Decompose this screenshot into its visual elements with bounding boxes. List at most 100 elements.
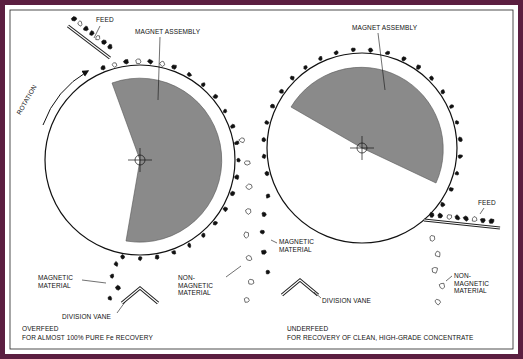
magnetic-particle	[351, 48, 355, 51]
magnetic-particle	[71, 17, 77, 21]
magnetic-particle	[223, 109, 226, 113]
magnetic-particle	[417, 65, 421, 69]
non-magnetic-particle	[472, 217, 477, 222]
magnetic-particle	[265, 121, 269, 125]
magnetic-particle	[265, 171, 269, 175]
non-magnetic-particle	[246, 209, 251, 215]
drum-shell	[45, 65, 235, 255]
material-label: MAGNETIC MATERIAL	[38, 274, 82, 289]
magnetic-particle	[187, 72, 192, 76]
magnetic-particle	[430, 212, 434, 217]
magnetic-particle	[230, 191, 234, 196]
magnetic-particle	[102, 40, 107, 44]
feed-chute	[68, 26, 110, 58]
drum-shell	[267, 53, 457, 243]
leader-line	[314, 292, 321, 298]
magnetic-particle	[202, 233, 205, 237]
magnetic-particle	[266, 194, 270, 198]
magnetic-particle	[114, 261, 118, 266]
magnetic-particle	[260, 230, 264, 234]
feed-chute	[68, 26, 110, 58]
part-label: DIVISION VANE	[322, 297, 371, 305]
magnetic-particle	[262, 154, 266, 158]
non-magnetic-particle	[435, 251, 440, 257]
center-mark	[135, 155, 145, 165]
leader-line	[158, 37, 160, 100]
division-vane	[282, 280, 318, 295]
non-magnetic-particle	[435, 299, 441, 305]
leader-line	[378, 33, 385, 90]
magnetic-particle	[261, 250, 266, 254]
feed-label: FEED	[478, 199, 496, 207]
magnetic-particle	[455, 171, 459, 175]
division-vane	[122, 288, 158, 303]
non-magnetic-particle	[447, 215, 452, 220]
caption-heading: UNDERFEED	[287, 325, 328, 333]
part-label: MAGNET ASSEMBLY	[135, 28, 200, 36]
magnetic-particle	[441, 90, 445, 94]
non-magnetic-particle	[244, 298, 249, 303]
leader-line	[480, 208, 484, 214]
magnetic-particle	[270, 104, 274, 108]
magnetic-particle	[108, 296, 112, 300]
inner-border	[10, 10, 513, 349]
non-magnetic-particle	[244, 161, 250, 165]
non-magnetic-particle	[248, 279, 254, 284]
magnetic-particle	[402, 57, 406, 61]
magnetic-particle	[455, 121, 459, 125]
magnetic-particle	[235, 175, 239, 180]
non-magnetic-particle	[96, 36, 100, 40]
non-magnetic-particle	[244, 232, 249, 238]
non-magnetic-particle	[246, 184, 252, 190]
magnetic-particle	[223, 207, 228, 212]
magnetic-particle	[110, 274, 114, 278]
magnetic-particle	[101, 66, 105, 70]
center-mark	[140, 148, 141, 172]
part-label: DIVISION VANE	[62, 313, 111, 321]
magnetic-particle	[121, 254, 125, 259]
magnetic-particle	[458, 155, 462, 158]
material-label: NON-MAGNETIC MATERIAL	[178, 274, 228, 297]
non-magnetic-particle	[439, 283, 444, 289]
magnetic-particle	[115, 285, 120, 290]
magnetic-particle	[147, 59, 153, 64]
magnetic-particle	[455, 215, 460, 220]
leader-line	[117, 302, 125, 313]
magnetic-particle	[139, 257, 142, 261]
magnetic-particle	[262, 212, 266, 216]
magnetic-particle	[319, 56, 323, 60]
magnetic-particle	[201, 83, 205, 87]
feed-conveyor	[424, 220, 500, 228]
rotation-arrow	[43, 71, 88, 125]
magnetic-particle	[237, 158, 240, 162]
magnet-assembly	[112, 78, 222, 242]
magnetic-particle	[188, 243, 191, 248]
caption-heading: OVERFEED	[22, 325, 59, 333]
magnetic-particle	[172, 251, 176, 254]
non-magnetic-particle	[136, 59, 141, 64]
feed-conveyor	[424, 220, 500, 228]
magnetic-particle	[266, 270, 270, 274]
magnetic-particle	[290, 76, 294, 80]
magnetic-particle	[213, 94, 218, 98]
division-vane	[122, 288, 158, 303]
magnetic-particle	[334, 51, 338, 55]
magnetic-particle	[463, 216, 468, 221]
magnetic-particle	[172, 65, 177, 69]
caption-text: FOR ALMOST 100% PURE Fe RECOVERY	[22, 334, 153, 342]
magnetic-particle	[368, 48, 373, 52]
caption-text: FOR RECOVERY OF CLEAN, HIGH-GRADE CONCEN…	[287, 334, 474, 342]
leader-line	[226, 266, 241, 277]
division-vane	[282, 280, 318, 295]
magnetic-particle	[304, 66, 307, 70]
material-label: MAGNETIC MATERIAL	[279, 238, 323, 253]
magnetic-particle	[429, 76, 433, 81]
magnetic-particle	[123, 59, 128, 64]
magnetic-particle	[234, 141, 239, 144]
non-magnetic-particle	[246, 255, 252, 260]
magnetic-particle	[279, 89, 283, 93]
part-label: MAGNET ASSEMBLY	[352, 24, 417, 32]
particle-group	[71, 17, 494, 305]
non-magnetic-particle	[432, 267, 437, 273]
